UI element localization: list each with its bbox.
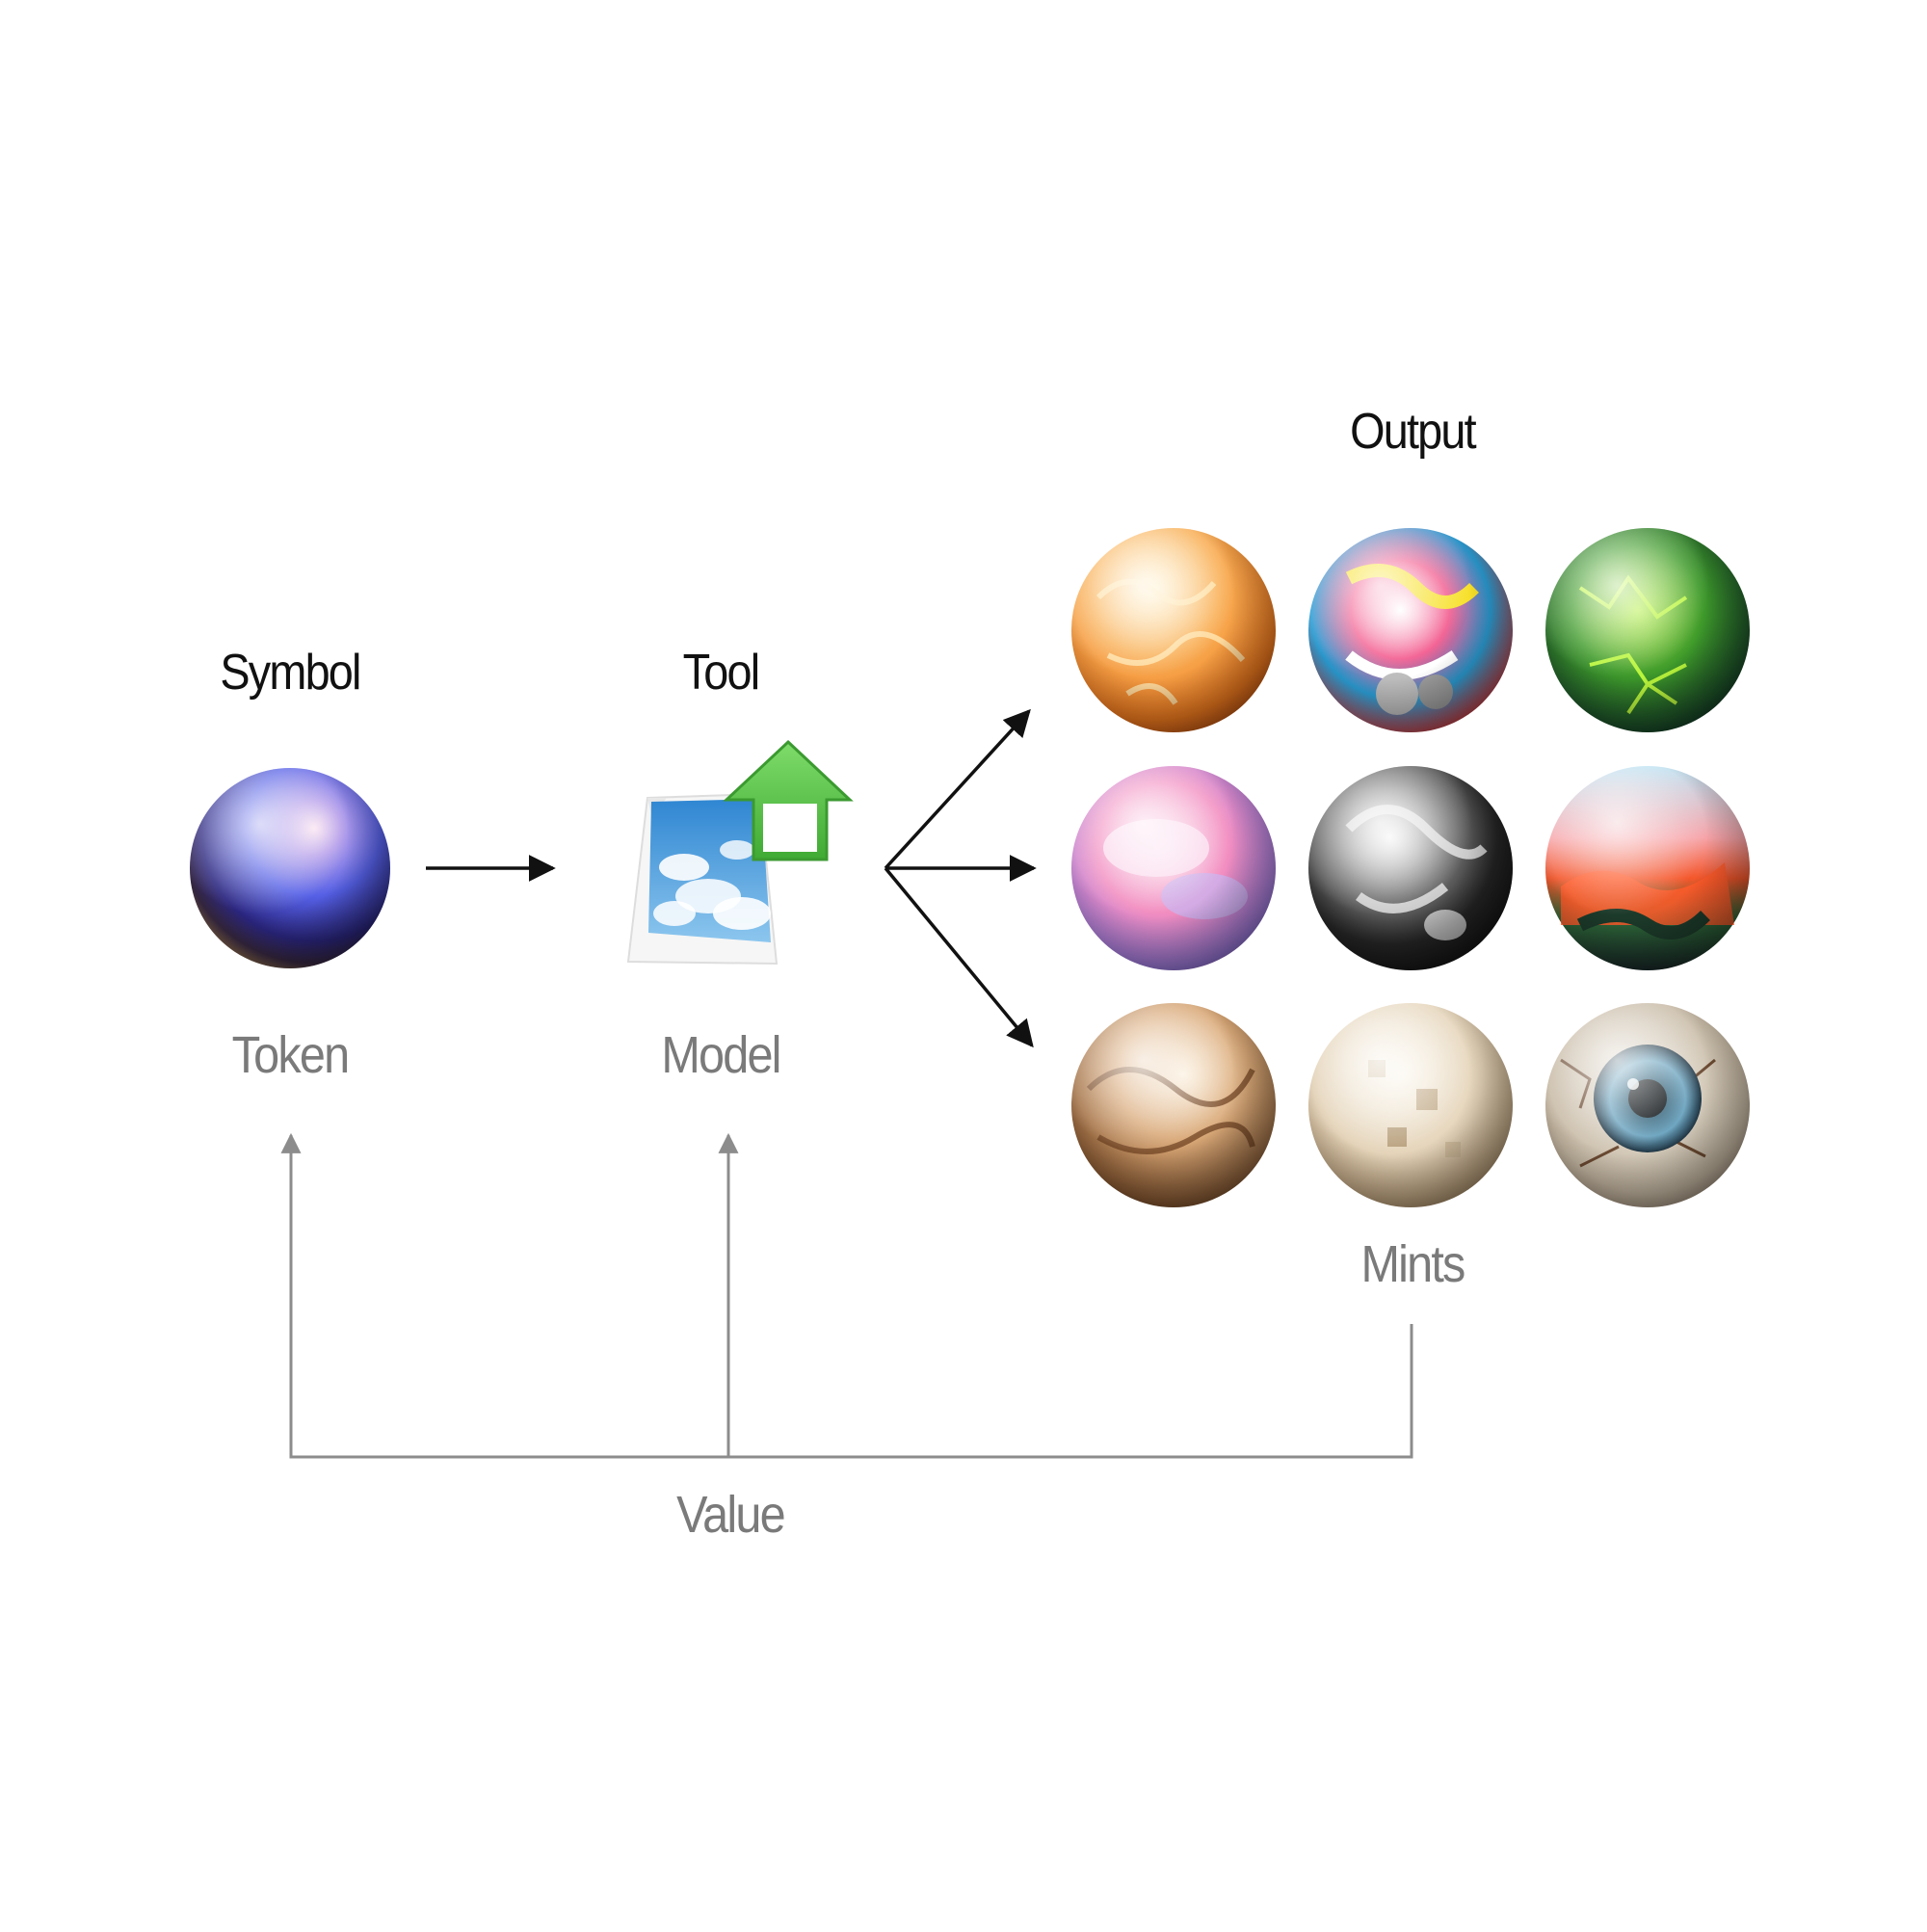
sphere-gloss bbox=[1545, 766, 1750, 970]
output-heading: Output bbox=[1350, 404, 1476, 460]
arrow-model-to-top-row bbox=[884, 708, 1031, 870]
symbol-heading: Symbol bbox=[220, 645, 361, 701]
sphere-gloss bbox=[1545, 528, 1750, 732]
arrow-model-to-bottom-row bbox=[884, 866, 1034, 1048]
model-label: Model bbox=[661, 1026, 781, 1084]
value-label: Value bbox=[676, 1486, 786, 1544]
sphere-gloss bbox=[1308, 766, 1513, 970]
sphere-highlights bbox=[190, 528, 1750, 1207]
value-feedback-lines bbox=[280, 1132, 1413, 1459]
fork-arrows bbox=[884, 708, 1037, 1048]
token-label: Token bbox=[231, 1026, 350, 1084]
sphere-gloss bbox=[1071, 766, 1276, 970]
sphere-gloss bbox=[1308, 1003, 1513, 1207]
sphere-gloss bbox=[1545, 1003, 1750, 1207]
image-upload-icon bbox=[626, 739, 854, 966]
tool-heading: Tool bbox=[682, 645, 760, 701]
sphere-gloss bbox=[1071, 528, 1276, 732]
sphere-gloss bbox=[1071, 1003, 1276, 1207]
sphere-gloss bbox=[190, 768, 390, 968]
sphere-gloss bbox=[1308, 528, 1513, 732]
mints-label: Mints bbox=[1360, 1235, 1465, 1293]
value-line bbox=[280, 1132, 1413, 1459]
